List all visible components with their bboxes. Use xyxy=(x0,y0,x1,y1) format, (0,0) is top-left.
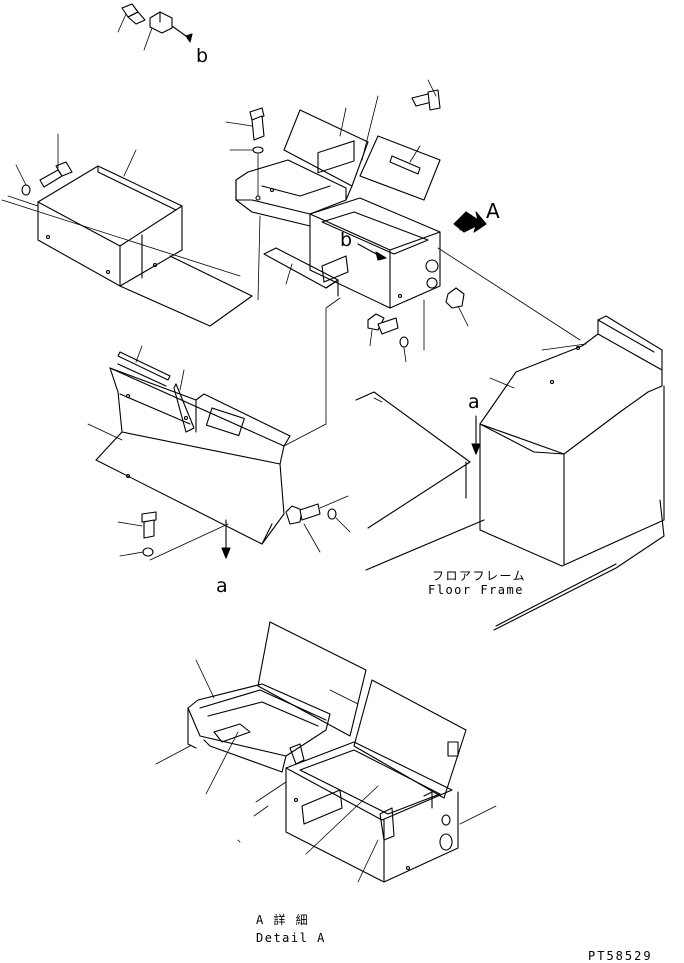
arrow-A xyxy=(453,211,487,233)
ref-a-right-label: a xyxy=(468,391,480,413)
left-box-cover xyxy=(7,149,253,327)
detail-jp-label: A 詳 細 xyxy=(256,912,309,927)
tank-body xyxy=(471,315,665,567)
ref-a-left-label: a xyxy=(216,575,228,597)
floor-frame-jp-label: フロアフレーム xyxy=(432,569,526,583)
upper-bracket-assembly xyxy=(235,95,581,351)
top-clip-part xyxy=(143,11,193,51)
top-bolt-part xyxy=(117,3,146,33)
ref-b-top-label: b xyxy=(196,45,208,67)
ref-b-mid-label: b xyxy=(340,229,352,251)
upper-bolts xyxy=(225,79,469,363)
view-arrow-A-label: A xyxy=(486,199,500,223)
arrow-b-mid xyxy=(357,243,387,261)
left-box-bolt xyxy=(1,133,241,277)
floor-frame-en-label: Floor Frame xyxy=(428,583,524,597)
detail-A-assembly xyxy=(155,621,497,883)
middle-tray-bolts xyxy=(117,495,351,561)
floor-frame xyxy=(355,391,665,631)
detail-en-label: Detail A xyxy=(256,931,326,945)
middle-tray xyxy=(87,297,341,545)
drawing-number-label: PT58529 xyxy=(588,949,653,963)
